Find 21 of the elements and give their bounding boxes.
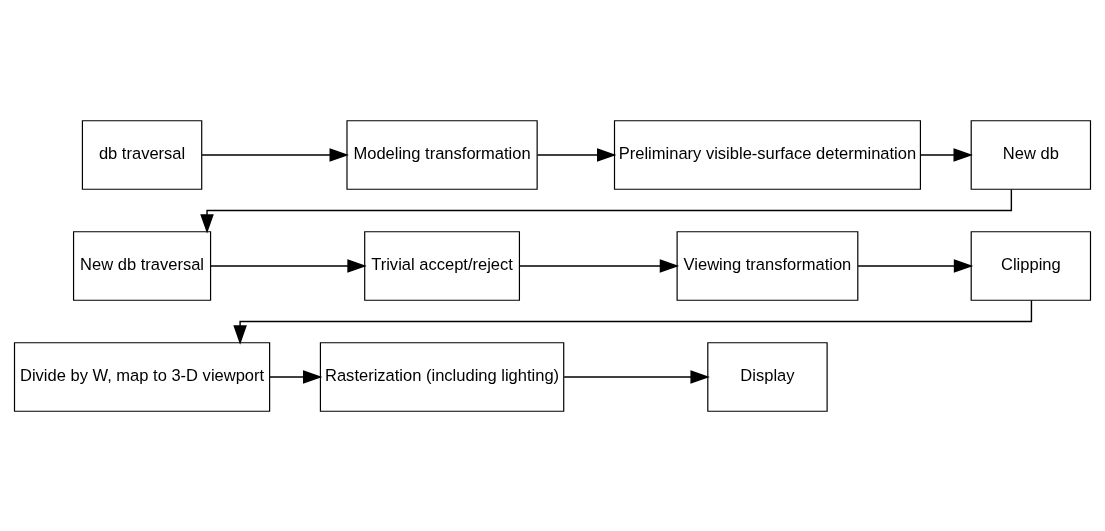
arrow (518, 258, 680, 273)
node-box: Preliminary visible-surface determination (613, 119, 921, 190)
arrow (233, 299, 1033, 345)
arrow (919, 147, 973, 162)
node-box: Viewing transformation (676, 230, 859, 301)
arrow (269, 369, 323, 384)
node-box: New db (970, 119, 1092, 190)
node-box: Trivial accept/reject (364, 230, 520, 301)
node-box: New db traversal (72, 230, 212, 301)
arrow (857, 258, 974, 273)
node-box: db traversal (81, 119, 203, 190)
arrow (201, 147, 349, 162)
arrow (563, 369, 710, 384)
node-box: Rasterization (including lighting) (319, 341, 565, 412)
node-box: Divide by W, map to 3-D viewport (13, 341, 271, 412)
arrow (536, 147, 617, 162)
node-box: Display (707, 341, 828, 412)
node-box: Modeling transformation (346, 119, 538, 190)
arrow (210, 258, 367, 273)
node-box: Clipping (970, 230, 1092, 301)
arrow (200, 188, 1013, 234)
